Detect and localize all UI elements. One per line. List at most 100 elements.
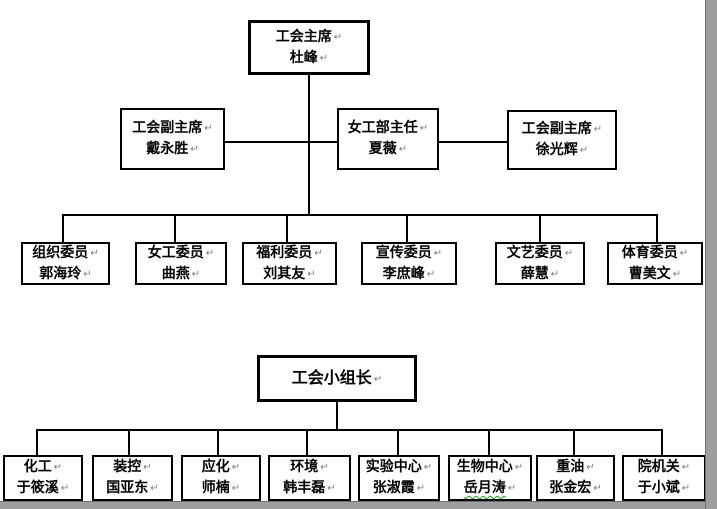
org-box-title: 工会副主席↵ <box>522 119 602 140</box>
paragraph-mark-icon: ↵ <box>398 144 408 155</box>
paragraph-mark-icon: ↵ <box>231 483 241 494</box>
page-edge-bottom <box>0 501 705 509</box>
connector-drop <box>539 214 541 242</box>
org-box-title-text: 女工部主任 <box>347 120 418 136</box>
org-box-name: 于小斌↵ <box>638 478 690 499</box>
connector-drop <box>488 429 490 455</box>
connector-drop <box>217 429 219 455</box>
org-box-name-text: 于小斌 <box>637 480 680 496</box>
connector-l2-left <box>225 141 337 143</box>
connector-drop <box>661 429 663 455</box>
paragraph-mark-icon: ↵ <box>333 31 343 43</box>
connector-drop <box>36 429 38 455</box>
paragraph-mark-icon: ↵ <box>550 268 560 280</box>
org-box-title: 体育委员↵ <box>622 243 688 264</box>
org-box-name-text: 李庶峰 <box>382 265 425 282</box>
org-box-title-text: 工会小组长 <box>291 367 372 387</box>
org-box-name: 刘其友↵ <box>263 264 315 285</box>
org-box-name: 国亚东↵ <box>106 478 158 499</box>
org-box-title: 化工↵ <box>24 457 62 478</box>
org-box-name-text: 夏薇 <box>368 141 397 157</box>
org-box-title-text: 应化 <box>201 459 230 475</box>
org-box-name: 郭海玲↵ <box>39 264 91 285</box>
org-box-women-director: 女工部主任↵ 夏薇↵ <box>337 108 439 170</box>
org-box-title: 文艺委员↵ <box>507 243 573 264</box>
org-box-group-environment: 环境↵ 韩丰磊↵ <box>268 455 351 501</box>
paragraph-mark-icon: ↵ <box>416 483 426 494</box>
org-box-vice-chairman-2: 工会副主席↵ 徐光辉↵ <box>507 110 617 170</box>
paragraph-mark-icon: ↵ <box>672 268 682 280</box>
org-box-title-text: 文艺委员 <box>506 244 563 261</box>
paragraph-mark-icon: ↵ <box>681 462 691 473</box>
paragraph-mark-icon: ↵ <box>681 483 691 494</box>
paragraph-mark-icon: ↵ <box>507 483 517 494</box>
paragraph-mark-icon: ↵ <box>307 268 316 280</box>
paragraph-mark-icon: ↵ <box>60 483 70 494</box>
org-box-name: 徐光辉↵ <box>536 140 588 161</box>
paragraph-mark-icon: ↵ <box>190 144 199 155</box>
org-box-name: 韩丰磊↵ <box>283 478 335 499</box>
org-box-title: 宣传委员↵ <box>376 243 442 264</box>
org-box-name-text: 曹美文 <box>628 265 671 282</box>
paragraph-mark-icon: ↵ <box>564 247 574 259</box>
org-box-name-text-spellcheck: 岳月涛 <box>463 480 506 496</box>
paragraph-mark-icon: ↵ <box>53 462 63 473</box>
paragraph-mark-icon: ↵ <box>514 462 524 473</box>
org-box-name: 曲燕↵ <box>162 264 200 285</box>
connector-l2-right <box>439 141 507 143</box>
org-box-title-text: 工会副主席 <box>132 120 203 136</box>
org-box-title-text: 环境 <box>290 459 319 475</box>
paragraph-mark-icon: ↵ <box>143 462 152 473</box>
org-box-name: 李庶峰↵ <box>383 264 435 285</box>
connector-drop <box>128 429 130 455</box>
org-box-title-text: 组织委员 <box>32 244 89 261</box>
org-box-committee-organization: 组织委员 ↵ 郭海玲↵ <box>21 242 110 285</box>
org-box-group-heavy-oil: 重油↵ 张金宏↵ <box>536 455 615 501</box>
org-box-group-equipment: 装控↵ 国亚东↵ <box>92 455 173 501</box>
org-box-committee-sports: 体育委员↵ 曹美文↵ <box>607 242 703 285</box>
connector-drop <box>286 214 288 242</box>
org-box-title: 生物中心↵ <box>457 457 523 478</box>
org-box-title-text: 化工 <box>23 459 52 475</box>
paragraph-mark-icon: ↵ <box>314 247 323 259</box>
connector-drop <box>573 429 575 455</box>
org-box-group-bio-center: 生物中心↵ 岳月涛↵ <box>448 455 532 501</box>
page-edge-right <box>705 0 717 509</box>
org-box-title-text: 女工委员 <box>147 244 204 261</box>
connector-trunk-1 <box>308 75 310 216</box>
org-box-name-text: 张淑霞 <box>372 480 415 496</box>
paragraph-mark-icon: ↵ <box>150 483 159 494</box>
org-box-title-text: 工会副主席 <box>521 121 592 137</box>
org-box-name-text: 郭海玲 <box>39 265 82 282</box>
connector-drop <box>306 429 308 455</box>
org-box-group-applied-chem: 应化↵ 师楠↵ <box>181 455 261 501</box>
org-box-title-text: 体育委员 <box>621 244 678 261</box>
paragraph-mark-icon: ↵ <box>593 124 603 135</box>
org-box-name: 张淑霞↵ <box>373 478 425 499</box>
connector-distribution-1 <box>62 214 658 216</box>
connector-distribution-2 <box>36 429 663 431</box>
paragraph-mark-icon: ↵ <box>205 247 215 259</box>
org-box-name-text: 戴永胜 <box>146 141 189 157</box>
paragraph-mark-icon: ↵ <box>433 247 443 259</box>
org-box-name: 曹美文↵ <box>629 264 681 285</box>
paragraph-mark-icon: ↵ <box>679 247 689 259</box>
org-box-name: 师楠↵ <box>202 478 240 499</box>
org-box-title: 装控↵ <box>113 457 151 478</box>
paragraph-mark-icon: ↵ <box>586 462 595 473</box>
org-box-name-text: 徐光辉 <box>535 142 578 158</box>
org-box-title: 工会副主席↵ <box>132 118 212 139</box>
connector-drop <box>62 214 64 242</box>
org-box-title: 女工委员↵ <box>148 243 214 264</box>
org-box-title: 工会主席↵ <box>276 27 342 48</box>
paragraph-mark-icon: ↵ <box>419 123 429 134</box>
org-box-name-text: 韩丰磊 <box>283 480 326 496</box>
org-box-name: 戴永胜↵ <box>146 139 198 160</box>
org-box-group-leader: 工会小组长↵ <box>257 355 417 402</box>
org-box-name: 岳月涛↵ <box>464 478 516 499</box>
paragraph-mark-icon: ↵ <box>83 268 92 280</box>
org-box-chairman: 工会主席↵ 杜峰↵ <box>248 20 370 75</box>
org-box-title: 环境↵ <box>290 457 328 478</box>
org-box-title-text: 院机关 <box>637 459 680 475</box>
connector-drop <box>174 214 176 242</box>
